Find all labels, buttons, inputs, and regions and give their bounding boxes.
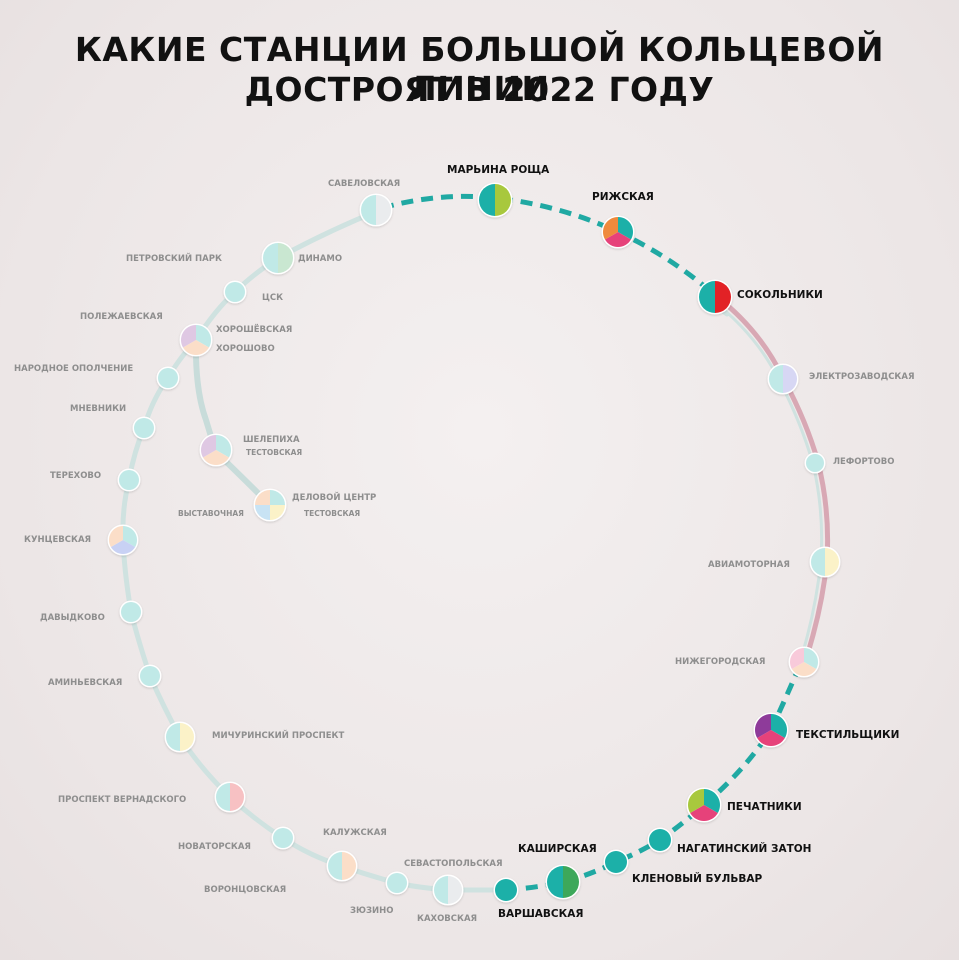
station-michurinsky-prospekt: [164, 721, 196, 753]
label-terekhovo: ТЕРЕХОВО: [50, 471, 101, 481]
label-dinamo: ДИНАМО: [298, 254, 342, 264]
station-khoroshyovskaya: [179, 323, 213, 357]
label-davydkovo: ДАВЫДКОВО: [40, 613, 105, 623]
stations-layer: [107, 182, 841, 906]
title-line-2: ДОСТРОЯТ В 2022 ГОДУ: [244, 70, 715, 109]
title-line-1: КАКИЕ СТАНЦИИ БОЛЬШОЙ КОЛЬЦЕВОЙ ЛИНИИ: [74, 30, 885, 108]
station-kuntsevskaya: [107, 524, 139, 556]
label-kakhovskaya: КАХОВСКАЯ: [417, 914, 477, 924]
branch-line: [192, 337, 273, 508]
label-tsk: ЦСК: [262, 293, 283, 303]
label-novatorskaya: НОВАТОРСКАЯ: [178, 842, 251, 852]
station-narodnoe-opolchenie: [156, 366, 180, 390]
label-shelepikha-testovskaya: ТЕСТОВСКАЯ: [246, 448, 302, 457]
station-elektrozavodskaya: [767, 363, 799, 395]
station-tsk: [223, 280, 247, 304]
new-section-north: [381, 193, 718, 298]
station-mnevniki: [132, 416, 156, 440]
station-sokolniki: [697, 279, 733, 315]
label-zyuzino: ЗЮЗИНО: [350, 906, 394, 916]
label-delovoy-testovskaya: ТЕСТОВСКАЯ: [304, 509, 360, 518]
label-prospekt-vernadskogo: ПРОСПЕКТ ВЕРНАДСКОГО: [58, 795, 186, 805]
label-aviamotornaya: АВИАМОТОРНАЯ: [708, 560, 790, 570]
station-klenovy-bulvar: [603, 849, 629, 875]
station-nizhegorodskaya: [788, 646, 820, 678]
label-vorontsovskaya: ВОРОНЦОВСКАЯ: [204, 885, 286, 895]
label-nizhegorodskaya: НИЖЕГОРОДСКАЯ: [675, 657, 765, 667]
station-varshavskaya: [493, 877, 519, 903]
label-kuntsevskaya: КУНЦЕВСКАЯ: [24, 535, 91, 545]
station-dinamo: [261, 241, 295, 275]
label-kaluzhskaya: КАЛУЖСКАЯ: [323, 828, 387, 838]
label-marina-roshcha: МАРЬИНА РОЩА: [447, 164, 550, 176]
existing-line-east-inner: [710, 298, 824, 664]
label-elektrozavodskaya: ЭЛЕКТРОЗАВОДСКАЯ: [809, 372, 915, 382]
existing-line-west: [120, 207, 730, 893]
station-terekhovo: [117, 468, 141, 492]
new-section-south: [505, 664, 803, 893]
station-savyolovskaya: [359, 193, 393, 227]
station-novatorskaya: [271, 826, 295, 850]
label-mnevniki: МНЕВНИКИ: [70, 404, 126, 414]
station-tekstilshchiki: [753, 712, 789, 748]
label-delovoy-tsentr: ДЕЛОВОЙ ЦЕНТР: [292, 491, 376, 503]
station-aviamotornaya: [809, 546, 841, 578]
station-kashirskaya: [545, 864, 581, 900]
label-pechatniki: ПЕЧАТНИКИ: [727, 801, 802, 813]
label-khoroshyovskaya: ХОРОШЁВСКАЯ: [216, 324, 292, 335]
existing-line-east: [713, 293, 831, 665]
label-aminyevskaya: АМИНЬЕВСКАЯ: [48, 678, 122, 688]
station-nagatinsky-zaton: [647, 827, 673, 853]
label-lefortovo: ЛЕФОРТОВО: [833, 457, 894, 467]
label-sokolniki: СОКОЛЬНИКИ: [737, 289, 823, 301]
station-shelepikha: [199, 433, 233, 467]
label-sevastopolskaya: СЕВАСТОПОЛЬСКАЯ: [404, 859, 503, 869]
label-rizhskaya: РИЖСКАЯ: [592, 191, 654, 203]
station-kakhovskaya: [432, 874, 464, 906]
label-klenovy-bulvar: КЛЕНОВЫЙ БУЛЬВАР: [632, 872, 762, 885]
station-rizhskaya: [601, 215, 635, 249]
station-zyuzino: [385, 871, 409, 895]
station-prospekt-vernadskogo: [214, 781, 246, 813]
label-kashirskaya: КАШИРСКАЯ: [518, 843, 597, 855]
label-khoroshovo: ХОРОШОВО: [216, 344, 275, 354]
label-tekstilshchiki: ТЕКСТИЛЬЩИКИ: [796, 729, 899, 741]
station-vorontsovskaya: [326, 850, 358, 882]
station-pechatniki: [686, 787, 722, 823]
station-aminyevskaya: [138, 664, 162, 688]
label-shelepikha: ШЕЛЕПИХА: [243, 435, 300, 445]
label-savyolovskaya: САВЕЛОВСКАЯ: [328, 179, 400, 189]
station-davydkovo: [119, 600, 143, 624]
label-petrovsky-park: ПЕТРОВСКИЙ ПАРК: [126, 252, 222, 264]
label-vystavochnaya: ВЫСТАВОЧНАЯ: [178, 509, 244, 518]
label-nagatinsky-zaton: НАГАТИНСКИЙ ЗАТОН: [677, 842, 811, 855]
label-narodnoe-opolchenie: НАРОДНОЕ ОПОЛЧЕНИЕ: [14, 364, 133, 374]
station-lefortovo: [804, 452, 826, 474]
station-delovoy-tsentr: [253, 488, 287, 522]
label-varshavskaya: ВАРШАВСКАЯ: [498, 908, 583, 920]
station-marina-roshcha: [477, 182, 513, 218]
label-polezhaevskaya: ПОЛЕЖАЕВСКАЯ: [80, 312, 163, 322]
label-michurinsky-prospekt: МИЧУРИНСКИЙ ПРОСПЕКТ: [212, 729, 344, 741]
